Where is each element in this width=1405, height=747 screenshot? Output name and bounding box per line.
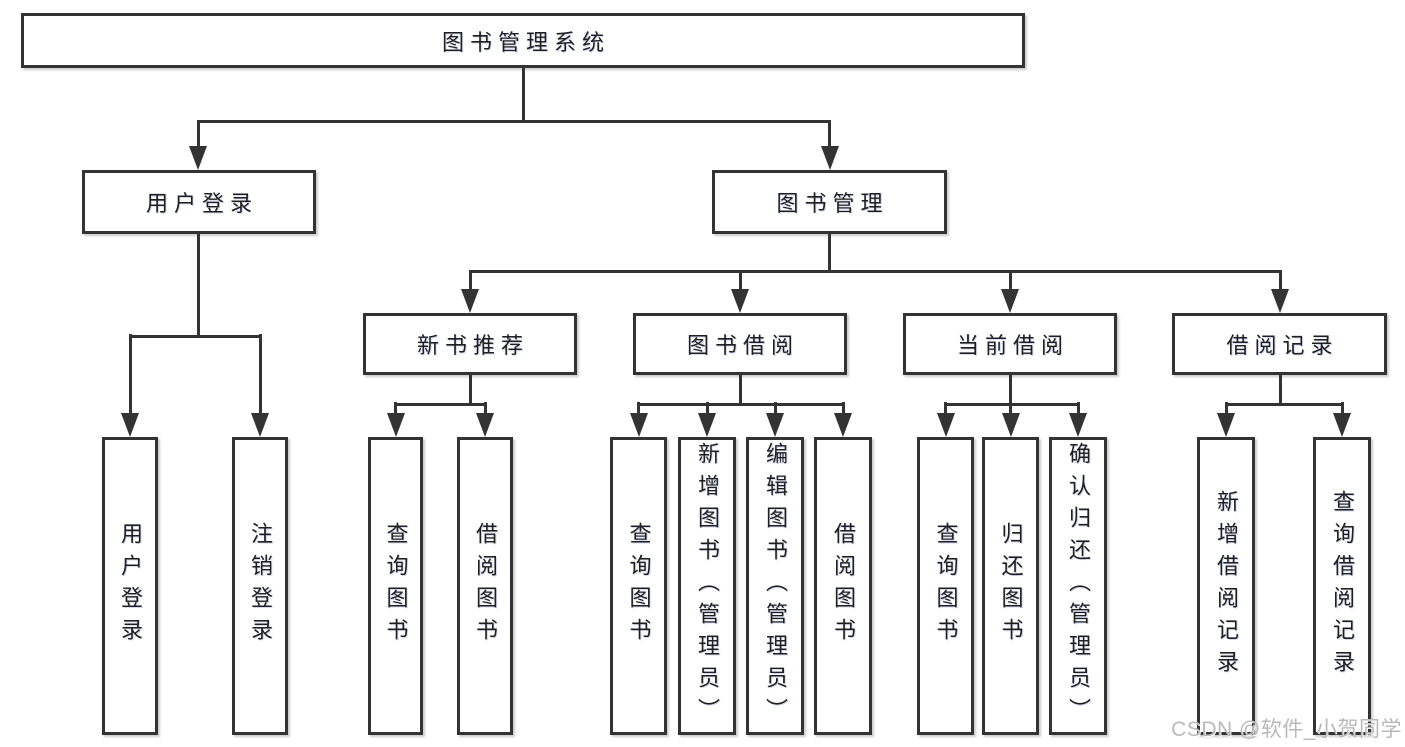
node-new-book-recommend: 新书推荐 bbox=[363, 313, 577, 375]
leaf-logout: 注销登录 bbox=[232, 437, 288, 735]
edge-line bbox=[738, 375, 742, 404]
edge-line bbox=[828, 233, 831, 272]
edge-line bbox=[637, 402, 845, 406]
edge-line bbox=[521, 66, 525, 121]
leaf-label: 新增借阅记录 bbox=[1214, 490, 1239, 682]
edge-line bbox=[394, 402, 487, 406]
leaf-query-books-recommend: 查询图书 bbox=[368, 437, 423, 735]
arrowhead-down-icon bbox=[1333, 413, 1351, 437]
arrowhead-down-icon bbox=[629, 413, 648, 437]
edge-line bbox=[738, 270, 742, 291]
edge-line bbox=[128, 334, 262, 338]
edge-line bbox=[841, 402, 845, 415]
arrowhead-down-icon bbox=[121, 413, 139, 437]
leaf-label: 新增图书（管理员） bbox=[695, 442, 720, 730]
leaf-edit-books-admin: 编辑图书（管理员） bbox=[746, 437, 804, 735]
leaf-confirm-return-admin: 确认归还（管理员） bbox=[1049, 437, 1107, 735]
edge-line bbox=[1278, 374, 1282, 404]
arrowhead-down-icon bbox=[731, 289, 749, 313]
edge-line bbox=[1076, 402, 1080, 415]
edge-line bbox=[773, 402, 777, 415]
node-book-management: 图书管理 bbox=[712, 170, 947, 234]
arrowhead-down-icon bbox=[1271, 289, 1289, 313]
leaf-label: 归还图书 bbox=[998, 522, 1024, 650]
arrowhead-down-icon bbox=[766, 413, 784, 437]
leaf-label: 查询图书 bbox=[933, 522, 959, 650]
edge-line bbox=[258, 334, 262, 415]
edge-line bbox=[1278, 270, 1282, 291]
leaf-label: 用户登录 bbox=[118, 522, 143, 650]
node-book-borrowing: 图书借阅 bbox=[633, 313, 847, 375]
node-user-login: 用户登录 bbox=[82, 170, 316, 234]
arrowhead-down-icon bbox=[834, 413, 852, 437]
leaf-return-books: 归还图书 bbox=[982, 437, 1039, 735]
arrowhead-down-icon bbox=[251, 413, 269, 437]
edge-line bbox=[637, 402, 640, 415]
leaf-add-books-admin: 新增图书（管理员） bbox=[678, 437, 736, 735]
leaf-label: 借阅图书 bbox=[473, 522, 498, 650]
edge-line bbox=[196, 120, 200, 147]
arrowhead-down-icon bbox=[820, 146, 839, 170]
leaf-label: 确认归还（管理员） bbox=[1066, 442, 1091, 730]
arrowhead-down-icon bbox=[1001, 413, 1020, 437]
arrowhead-down-icon bbox=[476, 413, 494, 437]
edge-line bbox=[1340, 402, 1344, 415]
node-root-library-system: 图书管理系统 bbox=[21, 13, 1025, 68]
leaf-query-books-borrowing: 查询图书 bbox=[610, 437, 667, 735]
edge-line bbox=[196, 119, 830, 123]
leaf-label: 查询图书 bbox=[626, 522, 652, 650]
edge-line bbox=[394, 402, 397, 415]
csdn-watermark: CSDN @软件_小贺同学 bbox=[1171, 718, 1402, 741]
edge-line bbox=[828, 120, 831, 147]
node-borrowing-records: 借阅记录 bbox=[1172, 313, 1387, 375]
leaf-label: 注销登录 bbox=[248, 522, 273, 650]
arrowhead-down-icon bbox=[698, 413, 716, 437]
leaf-add-borrow-record: 新增借阅记录 bbox=[1197, 437, 1255, 735]
edge-line bbox=[468, 270, 472, 291]
arrowhead-down-icon bbox=[936, 413, 955, 437]
leaf-query-books-current: 查询图书 bbox=[917, 437, 974, 735]
edge-line bbox=[944, 402, 947, 415]
edge-line bbox=[1009, 402, 1012, 415]
edge-line bbox=[705, 402, 709, 415]
edge-line bbox=[1224, 402, 1344, 406]
arrowhead-down-icon bbox=[189, 146, 207, 170]
leaf-label: 查询借阅记录 bbox=[1330, 490, 1355, 682]
edge-line bbox=[483, 402, 487, 415]
edge-line bbox=[196, 233, 200, 336]
leaf-borrow-books-recommend: 借阅图书 bbox=[457, 437, 513, 735]
edge-line bbox=[128, 334, 132, 415]
arrowhead-down-icon bbox=[461, 289, 479, 313]
node-current-borrowing: 当前借阅 bbox=[903, 313, 1117, 375]
arrowhead-down-icon bbox=[1069, 413, 1087, 437]
edge-line bbox=[1008, 270, 1012, 291]
leaf-label: 借阅图书 bbox=[831, 522, 856, 650]
leaf-borrow-books: 借阅图书 bbox=[814, 437, 872, 735]
leaf-label: 查询图书 bbox=[383, 522, 409, 650]
edge-line bbox=[1008, 375, 1012, 404]
leaf-query-borrow-record: 查询借阅记录 bbox=[1313, 437, 1371, 735]
arrowhead-down-icon bbox=[1217, 413, 1235, 437]
edge-line bbox=[468, 375, 472, 404]
leaf-user-login: 用户登录 bbox=[102, 437, 158, 735]
arrowhead-down-icon bbox=[1001, 289, 1019, 313]
edge-line bbox=[1224, 402, 1228, 415]
leaf-label: 编辑图书（管理员） bbox=[763, 442, 788, 730]
edge-line bbox=[468, 269, 1281, 273]
edge-line bbox=[944, 402, 1080, 406]
arrowhead-down-icon bbox=[386, 413, 405, 437]
